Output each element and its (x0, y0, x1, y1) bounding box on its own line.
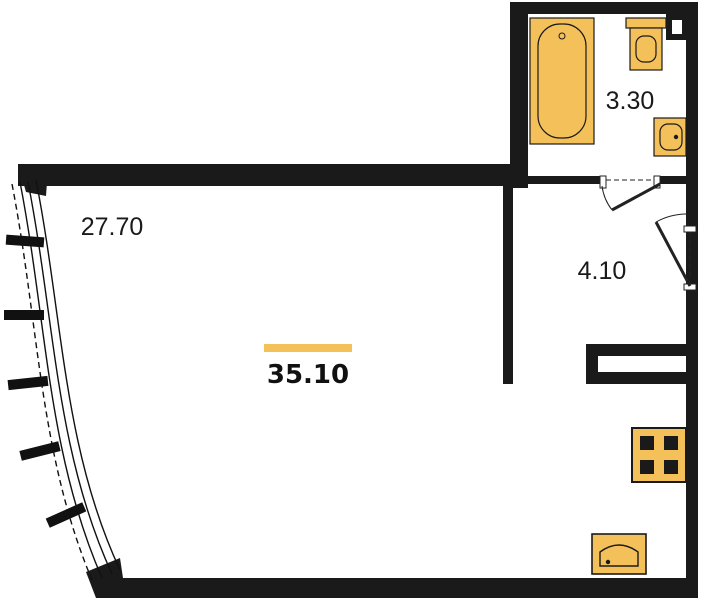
total-area-accent-bar (264, 344, 352, 352)
stove-icon (631, 427, 687, 483)
door-icon (599, 175, 697, 291)
outer-wall-top-corner (18, 164, 48, 196)
window-icon (4, 179, 121, 581)
kitchen-counter (586, 344, 688, 384)
partition-wall (503, 184, 513, 384)
bathroom-wall-top (510, 2, 698, 14)
outer-wall-bottom (110, 578, 698, 598)
total-area-label: 35.10 (267, 360, 349, 390)
living-wall-top (18, 164, 528, 186)
hallway-area-label: 4.10 (578, 257, 627, 285)
bathtub-icon (529, 17, 595, 145)
bathroom-wall-bottom-a (510, 176, 602, 184)
outer-wall-right (686, 2, 698, 596)
outer-wall-bottom-corner (86, 558, 126, 598)
bathroom-sink-icon (653, 117, 687, 157)
walls (18, 2, 698, 598)
bathroom-area-label: 3.30 (606, 87, 655, 115)
kitchen-sink-icon (591, 533, 647, 575)
bathroom-wall-left (510, 2, 528, 188)
bathroom-wall-bottom-b (660, 176, 690, 184)
toilet-icon (625, 17, 667, 71)
living-room-area-label: 27.70 (81, 213, 144, 241)
